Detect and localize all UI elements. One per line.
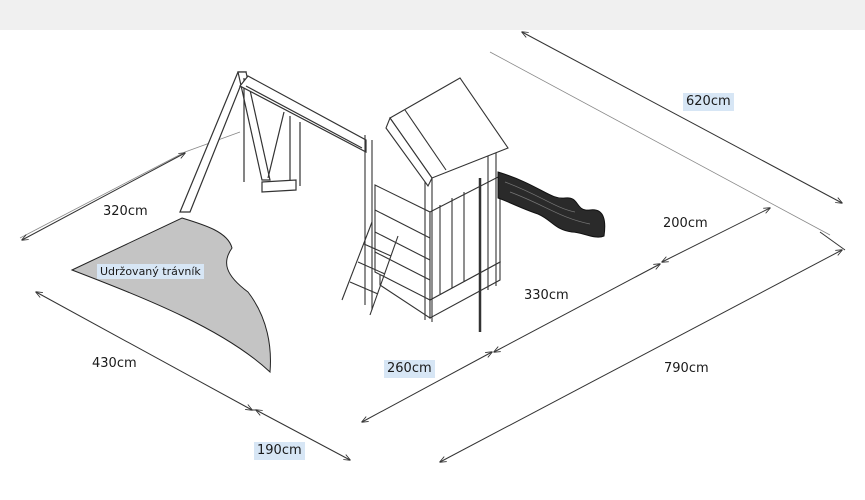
lawn-area <box>70 217 271 374</box>
dim-label-total-length: 790cm <box>664 361 709 376</box>
play-tower <box>341 77 509 332</box>
dim-line-620 <box>522 32 842 203</box>
dim-line-330 <box>494 264 660 352</box>
dim-label-front-depth: 190cm <box>254 442 305 460</box>
dim-label-front-offset: 260cm <box>384 360 435 378</box>
dimension-lines <box>22 32 846 462</box>
dim-label-swing-zone: 320cm <box>103 204 148 219</box>
dim-label-left-depth: 430cm <box>92 356 137 371</box>
lawn-area-label: Udržovaný trávník <box>97 264 204 279</box>
swing-set <box>179 71 367 213</box>
dim-label-slide-zone: 200cm <box>663 216 708 231</box>
dim-line-190 <box>256 410 350 460</box>
dim-label-tower-zone: 330cm <box>524 288 569 303</box>
dim-label-back-length: 620cm <box>683 93 734 111</box>
dim-line-430 <box>36 292 252 410</box>
tube-slide <box>497 171 606 238</box>
top-shade <box>0 0 865 30</box>
dim-line-790 <box>440 250 842 462</box>
dim-line-320 <box>22 153 185 240</box>
